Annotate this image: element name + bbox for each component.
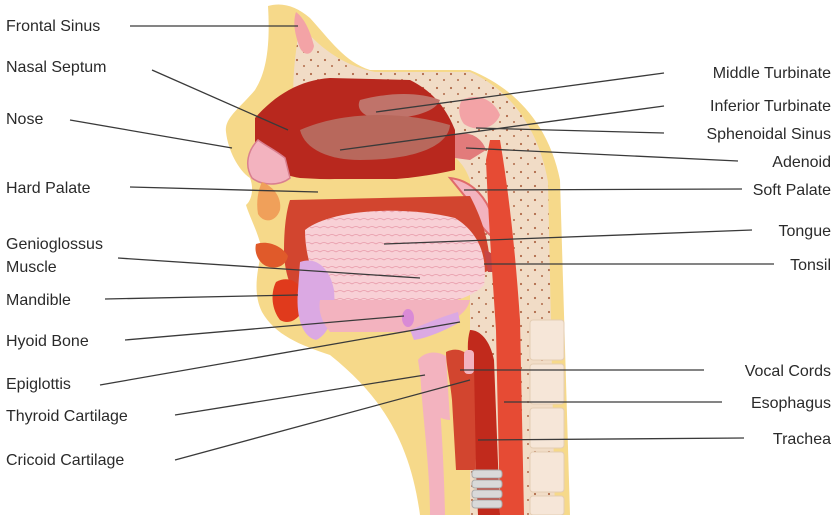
label-soft-palate: Soft Palate [753, 182, 831, 199]
label-genioglossus-line2: Muscle [6, 259, 57, 276]
label-tongue: Tongue [779, 223, 832, 240]
labels-left: Frontal Sinus Nasal Septum Nose Hard Pal… [6, 18, 128, 469]
label-mandible: Mandible [6, 292, 71, 309]
label-inferior-turbinate: Inferior Turbinate [710, 98, 831, 115]
label-hard-palate: Hard Palate [6, 180, 91, 197]
label-nose: Nose [6, 111, 43, 128]
spine [530, 320, 564, 515]
label-sphenoidal-sinus: Sphenoidal Sinus [706, 126, 831, 143]
label-thyroid-cartilage: Thyroid Cartilage [6, 408, 128, 425]
label-cricoid-cartilage: Cricoid Cartilage [6, 452, 124, 469]
label-vocal-cords: Vocal Cords [745, 363, 831, 380]
label-epiglottis: Epiglottis [6, 376, 71, 393]
hyoid-bone-shape [402, 309, 414, 327]
label-middle-turbinate: Middle Turbinate [713, 65, 831, 82]
label-hyoid-bone: Hyoid Bone [6, 333, 89, 350]
leader-nose [70, 120, 232, 148]
labels-right: Middle Turbinate Inferior Turbinate Sphe… [706, 65, 831, 448]
label-esophagus: Esophagus [751, 395, 831, 412]
anatomy-illustration [226, 5, 570, 515]
label-trachea: Trachea [773, 431, 831, 448]
label-adenoid: Adenoid [772, 154, 831, 171]
label-nasal-septum: Nasal Septum [6, 59, 107, 76]
label-genioglossus-line1: Genioglossus [6, 236, 103, 253]
label-frontal-sinus: Frontal Sinus [6, 18, 100, 35]
label-tonsil: Tonsil [790, 257, 831, 274]
